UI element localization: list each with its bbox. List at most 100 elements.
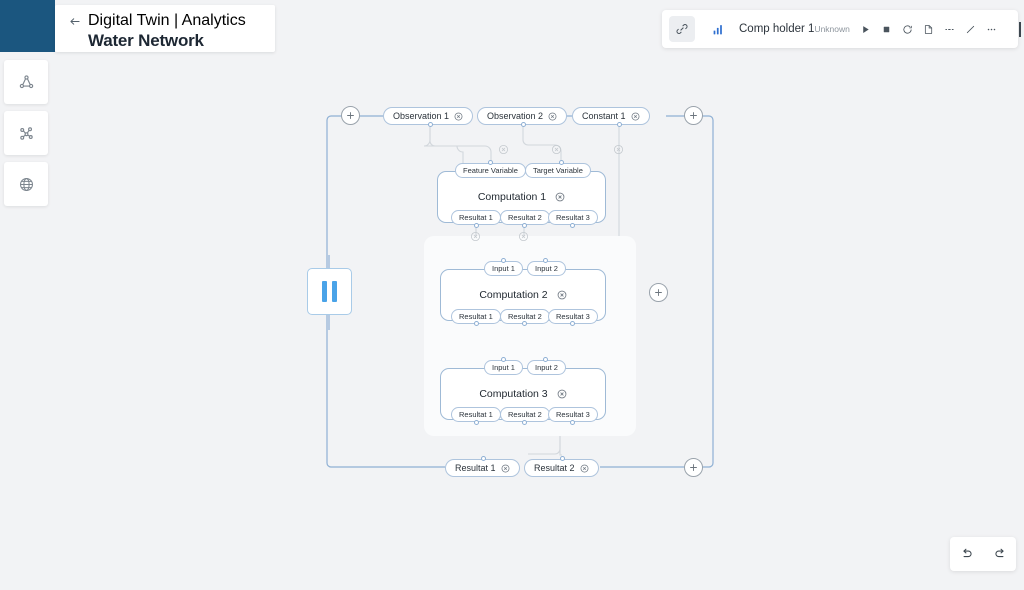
node-port[interactable]	[522, 420, 527, 425]
node-port[interactable]	[474, 321, 479, 326]
add-node-button-bottom-right[interactable]	[684, 458, 703, 477]
close-circle-icon	[555, 192, 565, 202]
arrow-left-icon[interactable]	[69, 16, 81, 27]
node-port[interactable]	[488, 160, 493, 165]
node-label: Resultat 1	[455, 463, 496, 473]
link-button[interactable]	[669, 16, 695, 42]
close-circle-icon	[518, 231, 529, 242]
port-label: Resultat 2	[508, 312, 542, 321]
node-close-button[interactable]	[580, 464, 589, 473]
port-input-2[interactable]: Input 2	[527, 360, 566, 375]
port-label: Feature Variable	[463, 166, 518, 175]
node-port[interactable]	[570, 321, 575, 326]
edge-delete-button[interactable]	[551, 144, 562, 155]
chart-button[interactable]	[705, 16, 731, 42]
port-input-1[interactable]: Input 1	[484, 261, 523, 276]
connection-button[interactable]	[940, 19, 959, 39]
comp-holder-name[interactable]: Comp holder 1	[739, 23, 815, 35]
node-port[interactable]	[570, 420, 575, 425]
file-icon	[924, 24, 932, 34]
port-label: Target Variable	[533, 166, 583, 175]
node-port[interactable]	[570, 223, 575, 228]
node-port[interactable]	[560, 456, 565, 461]
node-port[interactable]	[543, 357, 548, 362]
output-resultat-3[interactable]: Resultat 3	[548, 407, 598, 422]
node-close-button[interactable]	[631, 112, 640, 121]
toolbar-actions	[856, 19, 1001, 39]
refresh-icon	[903, 24, 912, 34]
close-circle-icon	[613, 144, 624, 155]
edit-button[interactable]	[961, 19, 980, 39]
close-circle-icon	[557, 389, 567, 399]
stop-button[interactable]	[877, 19, 896, 39]
close-circle-icon	[454, 112, 463, 120]
scatter-chart-icon	[713, 24, 722, 34]
undo-icon	[962, 548, 972, 558]
computation-title-row: Computation 1	[438, 191, 605, 203]
computation-title: Computation 1	[477, 191, 547, 203]
plus-icon	[347, 112, 354, 119]
plus-icon	[655, 289, 662, 296]
node-port[interactable]	[617, 122, 622, 127]
computation-title-row: Computation 2	[441, 289, 605, 301]
node-close-button[interactable]	[548, 112, 557, 121]
port-target-variable[interactable]: Target Variable	[525, 163, 591, 178]
breadcrumb[interactable]: Digital Twin | Analytics	[69, 12, 275, 30]
node-port[interactable]	[474, 223, 479, 228]
graph-cluster-icon	[19, 126, 33, 140]
node-port[interactable]	[501, 357, 506, 362]
node-port[interactable]	[522, 223, 527, 228]
node-port[interactable]	[501, 258, 506, 263]
dashed-line-icon	[945, 28, 954, 30]
computation-close-button[interactable]	[555, 192, 565, 202]
node-port[interactable]	[559, 160, 564, 165]
node-port[interactable]	[428, 122, 433, 127]
computation-title-row: Computation 3	[441, 388, 605, 400]
close-circle-icon	[498, 144, 509, 155]
play-button[interactable]	[856, 19, 875, 39]
port-feature-variable[interactable]: Feature Variable	[455, 163, 526, 178]
node-port[interactable]	[522, 321, 527, 326]
add-node-button-middle-right[interactable]	[649, 283, 668, 302]
port-input-1[interactable]: Input 1	[484, 360, 523, 375]
ellipsis-icon	[987, 28, 996, 30]
node-port[interactable]	[481, 456, 486, 461]
undo-button[interactable]	[954, 541, 980, 567]
edge-delete-button[interactable]	[518, 231, 529, 242]
sidebar-item-globe[interactable]	[4, 162, 48, 206]
port-label: Input 2	[535, 363, 558, 372]
node-port[interactable]	[521, 122, 526, 127]
edge-delete-button[interactable]	[498, 144, 509, 155]
computation-close-button[interactable]	[557, 389, 567, 399]
node-port[interactable]	[543, 258, 548, 263]
more-button[interactable]	[982, 19, 1001, 39]
node-output-resultat-1[interactable]: Resultat 1	[445, 459, 520, 477]
node-close-button[interactable]	[454, 112, 463, 121]
computation-title: Computation 3	[479, 388, 548, 400]
node-output-resultat-2[interactable]: Resultat 2	[524, 459, 599, 477]
close-circle-icon	[580, 464, 588, 472]
page-header: Digital Twin | Analytics Water Network	[55, 5, 275, 52]
page-title: Water Network	[88, 31, 204, 50]
refresh-button[interactable]	[898, 19, 917, 39]
document-button[interactable]	[919, 19, 938, 39]
computation-close-button[interactable]	[557, 290, 567, 300]
port-label: Resultat 3	[556, 410, 590, 419]
port-input-2[interactable]: Input 2	[527, 261, 566, 276]
node-close-button[interactable]	[501, 464, 510, 473]
network-nodes-icon	[19, 74, 33, 88]
sidebar-item-network[interactable]	[4, 60, 48, 104]
edge-delete-button[interactable]	[613, 144, 624, 155]
node-constant-1[interactable]: Constant 1	[572, 107, 650, 125]
add-node-button-top-left[interactable]	[341, 106, 360, 125]
close-circle-icon	[501, 464, 509, 472]
sidebar-item-graph[interactable]	[4, 111, 48, 155]
pause-node[interactable]	[307, 268, 352, 315]
redo-button[interactable]	[987, 541, 1013, 567]
stop-icon	[883, 26, 890, 32]
node-port[interactable]	[474, 420, 479, 425]
add-node-button-top-right[interactable]	[684, 106, 703, 125]
port-label: Input 2	[535, 264, 558, 273]
edge-delete-button[interactable]	[470, 231, 481, 242]
